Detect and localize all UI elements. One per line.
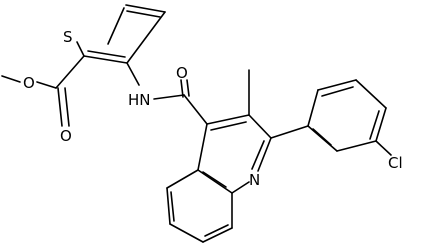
ester-carbonyl-oxygen-atom-label: O <box>60 127 72 145</box>
bond-lines <box>1 4 392 243</box>
quinoline-nitrogen-atom-label: N <box>249 171 260 189</box>
amide-oxygen-atom-label: O <box>176 64 188 82</box>
chlorine-atom-label: Cl <box>388 154 403 172</box>
sulfur-atom-label: S <box>63 28 73 46</box>
amide-nh-atom-label: HN <box>128 91 151 109</box>
ester-oxygen-atom-label: O <box>23 74 35 92</box>
atom-labels: S O O O HN N Cl <box>23 28 403 189</box>
